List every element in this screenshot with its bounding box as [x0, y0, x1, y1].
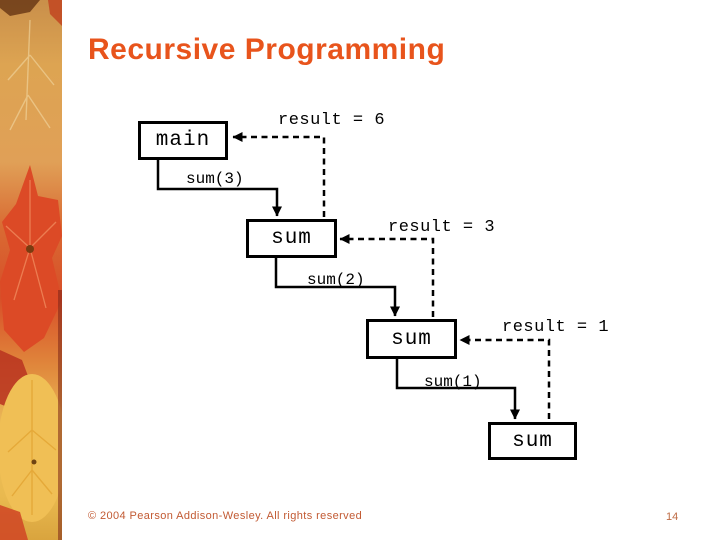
frame-box-sum-level-3: sum	[488, 422, 577, 460]
frame-box-sum-level-1: sum	[246, 219, 337, 258]
call-label-sum3: sum(3)	[186, 170, 244, 188]
copyright-footer: © 2004 Pearson Addison-Wesley. All right…	[88, 510, 363, 522]
call-label-sum2: sum(2)	[307, 271, 365, 289]
frame-box-label: main	[155, 129, 211, 152]
call-label-sum1: sum(1)	[424, 373, 482, 391]
return-label-result-6: result = 6	[278, 111, 386, 130]
call-arrow-sum3	[156, 160, 282, 217]
call-arrow-sum1	[395, 359, 520, 420]
page-number: 14	[666, 511, 679, 523]
frame-box-label: sum	[512, 429, 553, 453]
slide-title: Recursive Programming	[88, 33, 446, 66]
return-arrow-result-6	[232, 132, 326, 217]
frame-box-main: main	[138, 121, 228, 160]
frame-box-label: sum	[391, 327, 432, 351]
return-label-result-1: result = 1	[502, 318, 610, 337]
autumn-leaves-strip	[0, 0, 66, 540]
call-arrow-sum2	[274, 258, 400, 317]
return-arrow-result-1	[459, 335, 551, 419]
return-arrow-result-3	[339, 234, 435, 317]
autumn-leaves-image	[0, 0, 66, 540]
frame-box-sum-level-2: sum	[366, 319, 457, 359]
frame-box-label: sum	[271, 227, 312, 250]
return-label-result-3: result = 3	[388, 218, 496, 237]
